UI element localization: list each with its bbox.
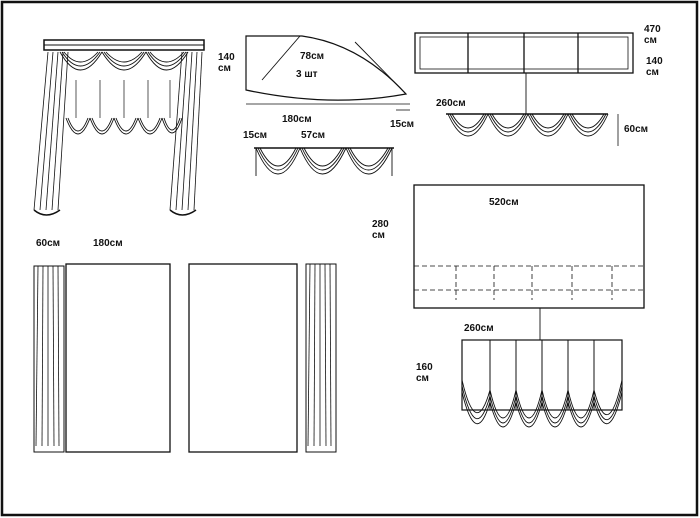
- top-swags: [59, 51, 189, 71]
- sector-qty-label: 3 шт: [296, 69, 318, 80]
- valance-swags: [446, 113, 619, 146]
- valance-width-label: 260см: [436, 98, 466, 109]
- sector-top-label: 78см: [300, 51, 325, 62]
- main-panel-width-label: 180см: [93, 238, 123, 249]
- right-drape: [169, 51, 203, 216]
- finished-curtain-illustration: [33, 39, 205, 216]
- austrian-width-label: 260см: [464, 323, 494, 334]
- swag-sector-pattern: [245, 35, 410, 111]
- swag-overlap-label: 15см: [243, 130, 268, 141]
- sector-width-label: 180см: [282, 114, 312, 125]
- austrian-blind: [461, 339, 623, 428]
- right-side-drape: [305, 263, 337, 453]
- left-side-drape: [33, 265, 65, 453]
- valance-height-label: 60см: [624, 124, 649, 135]
- lower-festoons: [65, 117, 183, 135]
- window-frame: [414, 32, 634, 74]
- sector-side-label: 15см: [390, 119, 415, 130]
- left-main-panel: [65, 263, 171, 453]
- big-panel-width-label: 520см: [489, 197, 519, 208]
- blind-verticals: [75, 80, 171, 118]
- right-main-panel: [188, 263, 298, 453]
- left-drape: [33, 51, 69, 216]
- swag-width-label: 57см: [301, 130, 326, 141]
- big-fabric-panel: [413, 184, 645, 309]
- side-panel-width-label: 60см: [36, 238, 61, 249]
- swag-row: [254, 147, 394, 176]
